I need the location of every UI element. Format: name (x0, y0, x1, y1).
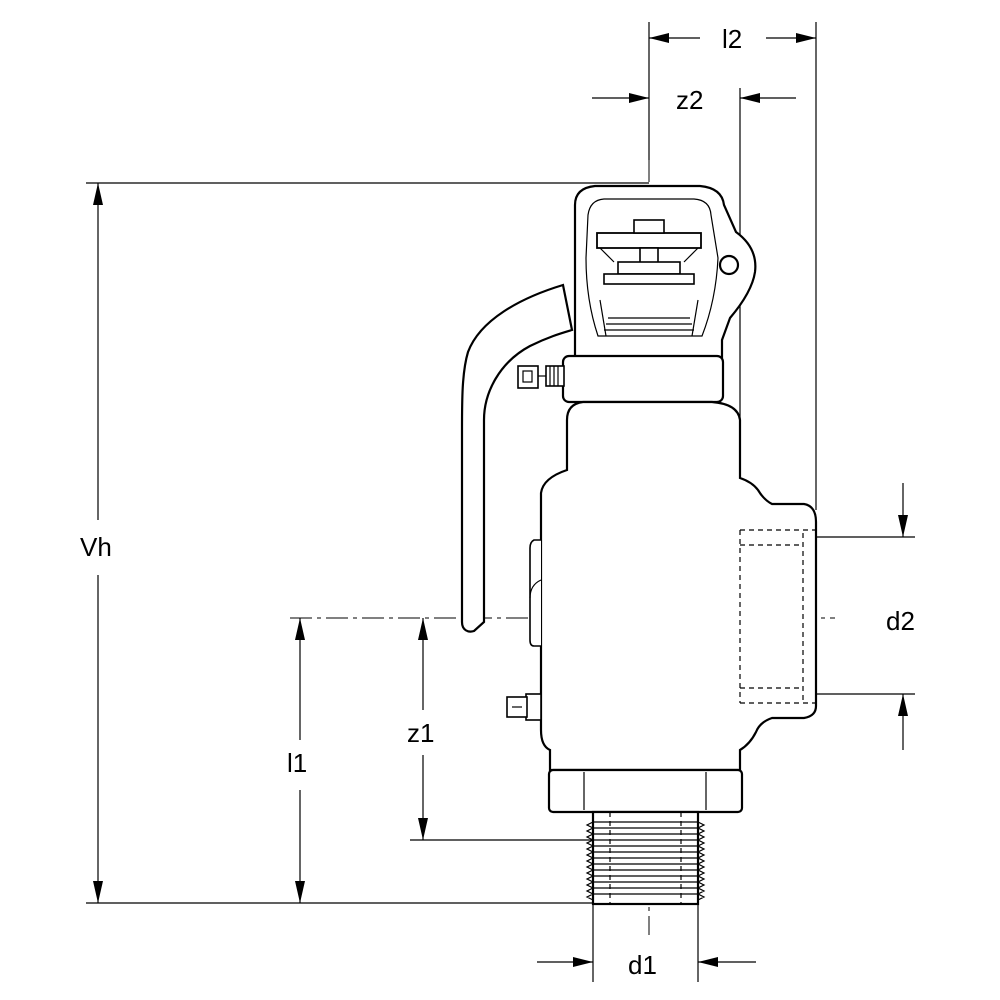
neck-collar (561, 354, 725, 404)
valve-body (539, 400, 818, 772)
dim-l2-line (649, 33, 816, 43)
cap-inner-frame (585, 198, 719, 337)
dim-l1-line (295, 618, 305, 903)
side-test-plug (517, 365, 565, 389)
drain-plug (506, 693, 542, 721)
dim-d1-line (537, 957, 756, 967)
label-d1: d1 (628, 950, 657, 980)
cap-pin-hole (718, 254, 740, 276)
dim-vh-line (93, 183, 103, 903)
hex-nut (547, 768, 744, 814)
dim-z1-line (418, 618, 428, 840)
inlet-thread (585, 810, 706, 906)
label-l2: l2 (722, 24, 743, 54)
label-vh: Vh (80, 532, 112, 562)
body-boss (529, 539, 541, 647)
dim-z2-line (592, 93, 796, 103)
dim-d2-line (898, 483, 908, 750)
valve-disc-assembly (596, 219, 702, 337)
body-boss-edge (529, 579, 542, 599)
label-l1: l1 (287, 748, 308, 778)
label-z1: z1 (407, 718, 435, 748)
outlet-internal-thread (739, 529, 816, 704)
label-d2: d2 (886, 606, 915, 636)
lever-handle (460, 283, 574, 633)
extension-lines (86, 22, 915, 982)
label-z2: z2 (676, 85, 704, 115)
